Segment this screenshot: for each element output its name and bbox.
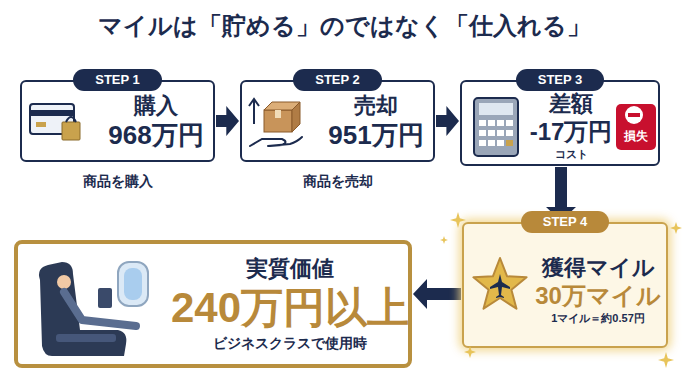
step-badge: STEP 3 bbox=[516, 69, 605, 91]
flow-arrow bbox=[436, 106, 459, 136]
step-badge: STEP 4 bbox=[521, 211, 610, 233]
box-text: 951万円 bbox=[328, 120, 423, 151]
box-text: 差額 bbox=[549, 91, 593, 117]
step-box: 獲得マイル30万マイル1マイル＝約0.57円STEP 4 bbox=[462, 222, 668, 348]
text-column: 差額-17万円コスト bbox=[524, 90, 618, 161]
box-text: 968万円 bbox=[108, 120, 203, 151]
text-column: 売却951万円 bbox=[322, 92, 430, 152]
step-badge: STEP 1 bbox=[73, 69, 162, 91]
diagram-title: マイルは「貯める」のではなく「仕入れる」 bbox=[98, 10, 591, 42]
step-badge-wrap: STEP 4 bbox=[464, 211, 666, 233]
text-column: 購入968万円 bbox=[102, 92, 210, 152]
title-wrap: マイルは「貯める」のではなく「仕入れる」 bbox=[0, 10, 688, 42]
step-badge-wrap: STEP 3 bbox=[462, 69, 658, 91]
box-text: 240万円以上 bbox=[171, 283, 409, 333]
box-text: 購入 bbox=[134, 93, 178, 119]
box-text: コスト bbox=[555, 148, 588, 161]
caption-wrap: 商品を購入 bbox=[22, 172, 213, 191]
step-box: 購入968万円STEP 1商品を購入 bbox=[20, 80, 215, 162]
box-text: 実質価値 bbox=[246, 256, 334, 282]
box-text: 30万マイル bbox=[535, 282, 661, 311]
box-text: ビジネスクラスで使用時 bbox=[213, 335, 367, 352]
text-column: 損失 bbox=[616, 129, 656, 143]
box-text: 損失 bbox=[624, 129, 648, 143]
sparkle bbox=[440, 212, 682, 368]
step-badge-wrap: STEP 2 bbox=[242, 69, 433, 91]
step-box: 差額-17万円コストSTEP 3損失 bbox=[460, 80, 660, 166]
step-caption: 商品を売却 bbox=[303, 173, 373, 191]
caption-wrap: 商品を売却 bbox=[242, 172, 433, 191]
step-box: 売却951万円STEP 2商品を売却 bbox=[240, 80, 435, 162]
box-text: -17万円 bbox=[530, 118, 613, 147]
step-badge: STEP 2 bbox=[293, 69, 382, 91]
step-caption: 商品を購入 bbox=[83, 173, 153, 191]
flow-arrow bbox=[216, 106, 239, 136]
box-text: 1マイル＝約0.57円 bbox=[551, 312, 645, 325]
text-column: 実質価値240万円以上ビジネスクラスで使用時 bbox=[168, 256, 412, 352]
step-badge-wrap: STEP 1 bbox=[22, 69, 213, 91]
text-column: 獲得マイル30万マイル1マイル＝約0.57円 bbox=[530, 254, 666, 325]
loss-badge: 損失 bbox=[616, 104, 656, 150]
result-box: 実質価値240万円以上ビジネスクラスで使用時 bbox=[14, 240, 412, 368]
box-text: 売却 bbox=[354, 93, 398, 119]
box-text: 獲得マイル bbox=[542, 255, 655, 281]
flow-arrow bbox=[413, 279, 461, 309]
